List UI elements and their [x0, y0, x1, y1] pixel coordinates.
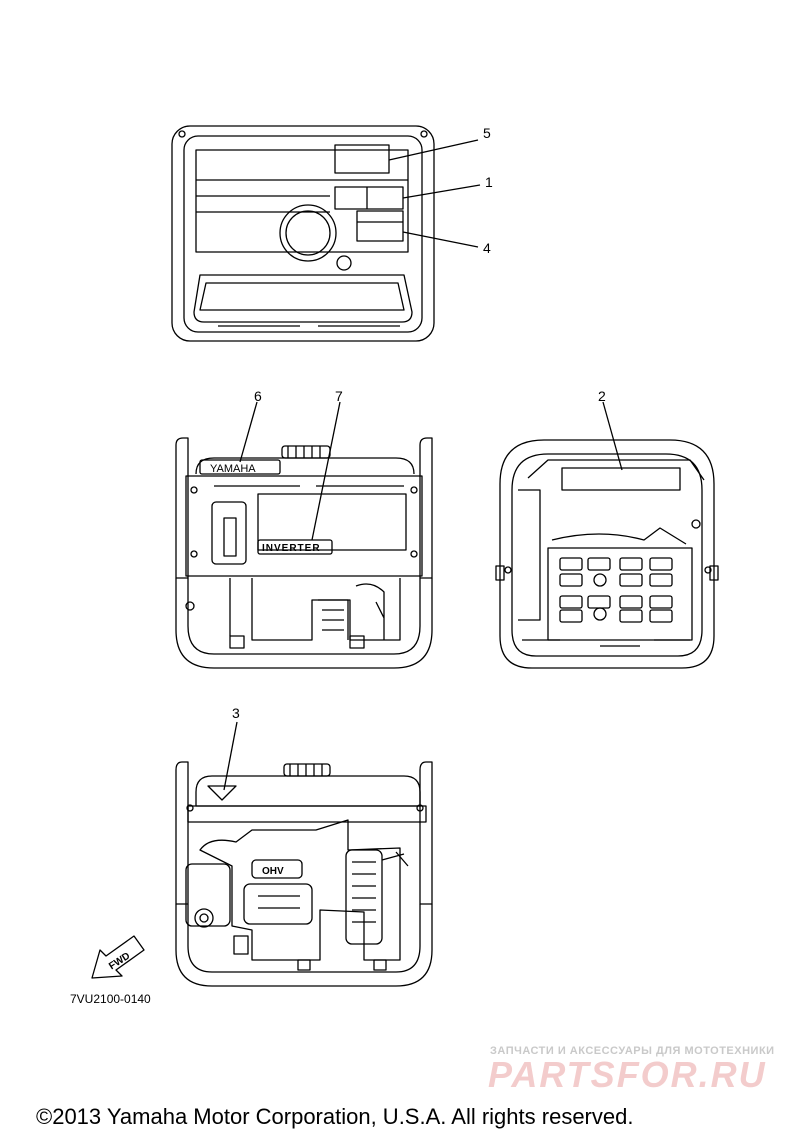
brand-label: YAMAHA	[210, 463, 256, 475]
callout-2: 2	[598, 388, 606, 404]
outlet-row-top	[559, 557, 673, 587]
ohv-label: OHV	[262, 866, 284, 877]
leader-3	[223, 721, 238, 791]
leader-1	[402, 184, 481, 199]
leader-4	[402, 231, 479, 248]
callout-4: 4	[483, 240, 491, 256]
callout-7: 7	[335, 388, 343, 404]
rear-view	[175, 721, 433, 987]
leader-7	[311, 401, 341, 541]
watermark-tagline: ЗАПЧАСТИ И АКСЕССУАРЫ ДЛЯ МОТОТЕХНИКИ	[490, 1045, 775, 1057]
top-view	[171, 125, 481, 342]
callout-5: 5	[483, 125, 491, 141]
part-code: 7VU2100-0140	[70, 992, 151, 1006]
watermark-logo: PARTSFOR.RU	[488, 1054, 767, 1095]
callout-3: 3	[232, 705, 240, 721]
copyright-notice: ©2013 Yamaha Motor Corporation, U.S.A. A…	[36, 1104, 634, 1129]
fwd-arrow-icon	[91, 935, 145, 979]
front-view	[175, 401, 433, 669]
outlet-row-bottom	[559, 595, 673, 623]
callout-6: 6	[254, 388, 262, 404]
leader-6	[239, 401, 258, 463]
leader-2	[602, 401, 623, 471]
inverter-label: INVERTER	[262, 543, 321, 554]
fwd-label: FWD	[107, 951, 132, 973]
side-view	[495, 401, 719, 669]
leader-5	[388, 139, 479, 161]
callout-1: 1	[485, 174, 493, 190]
